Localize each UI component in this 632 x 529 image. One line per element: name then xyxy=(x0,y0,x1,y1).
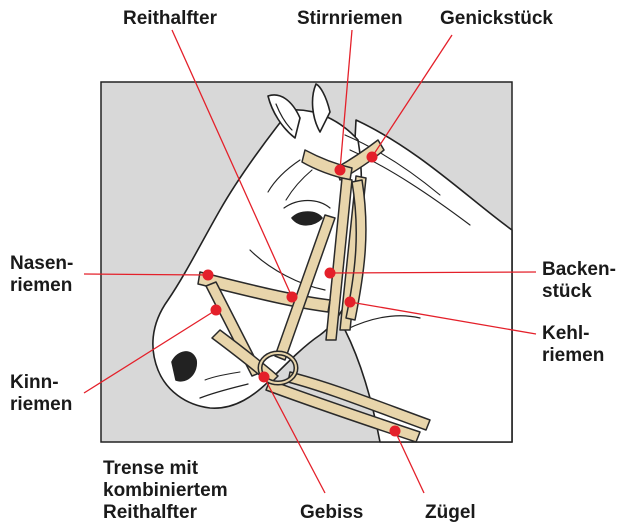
label-kinnriemen-line2: riemen xyxy=(10,394,72,416)
label-nasenriemen-line2: riemen xyxy=(10,275,73,297)
caption-line3: Reithalfter xyxy=(103,502,228,524)
marker-stirnriemen xyxy=(335,165,346,176)
marker-backenstueck xyxy=(325,268,336,279)
marker-genickstueck xyxy=(367,152,378,163)
label-kehlriemen-line1: Kehl- xyxy=(542,323,604,345)
label-backenstueck-line1: Backen- xyxy=(542,259,616,281)
label-genickstueck: Genickstück xyxy=(440,8,553,30)
marker-kinnriemen xyxy=(211,305,222,316)
label-reithalfter: Reithalfter xyxy=(123,8,217,30)
label-backenstueck-line2: stück xyxy=(542,281,616,303)
label-stirnriemen: Stirnriemen xyxy=(297,8,403,30)
label-zuegel: Zügel xyxy=(425,502,476,524)
label-kehlriemen-line2: riemen xyxy=(542,345,604,367)
marker-reithalfter xyxy=(287,292,298,303)
caption-line2: kombiniertem xyxy=(103,480,228,502)
label-nasenriemen-line1: Nasen- xyxy=(10,253,73,275)
label-kinnriemen: Kinn- riemen xyxy=(10,372,72,416)
label-kinnriemen-line1: Kinn- xyxy=(10,372,72,394)
label-gebiss: Gebiss xyxy=(300,502,363,524)
marker-kehlriemen xyxy=(345,297,356,308)
diagram-caption: Trense mit kombiniertem Reithalfter xyxy=(103,458,228,524)
marker-nasenriemen xyxy=(203,270,214,281)
label-nasenriemen: Nasen- riemen xyxy=(10,253,73,297)
label-kehlriemen: Kehl- riemen xyxy=(542,323,604,367)
caption-line1: Trense mit xyxy=(103,458,228,480)
marker-zuegel xyxy=(390,426,401,437)
marker-gebiss xyxy=(259,372,270,383)
label-backenstueck: Backen- stück xyxy=(542,259,616,303)
